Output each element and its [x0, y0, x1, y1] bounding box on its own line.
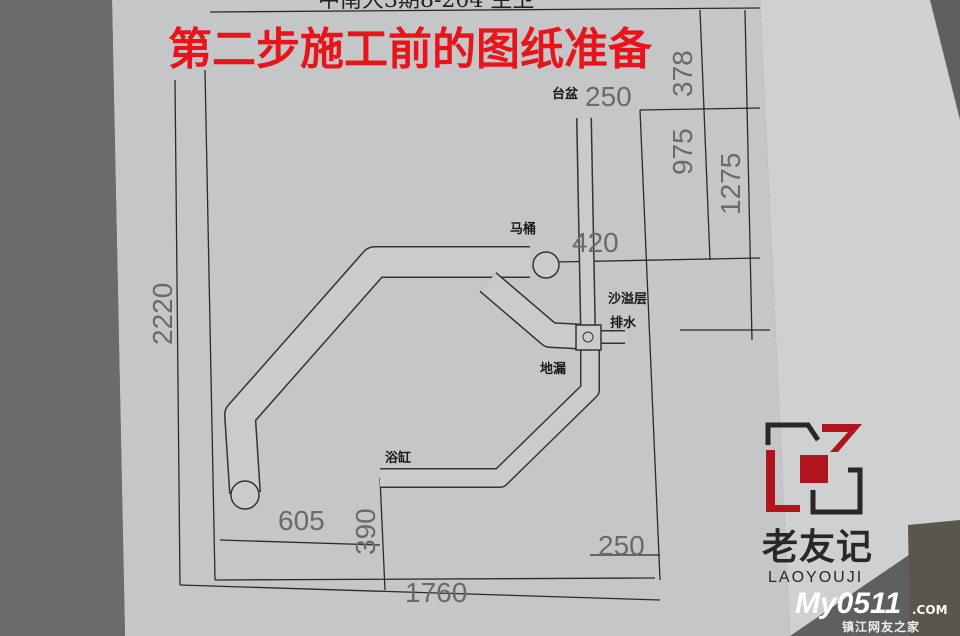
- label-bathtub: 浴缸: [385, 450, 411, 466]
- dark-card: [908, 520, 960, 636]
- toilet-circle: [532, 251, 560, 279]
- logo-english: LAOYOUJI: [768, 569, 864, 586]
- label-toilet: 马桶: [510, 221, 536, 237]
- dim-2220: 2220: [147, 283, 178, 345]
- floor-drain-box: [575, 324, 602, 351]
- laoyouji-logo-mark: [765, 422, 863, 515]
- dim-378: 378: [667, 50, 698, 97]
- dim-1275: 1275: [715, 153, 746, 215]
- watermark-brand: My0511: [795, 587, 902, 620]
- floor-drain-circle: [582, 331, 594, 343]
- dim-420: 420: [572, 227, 619, 258]
- watermark-domain: .COM: [912, 603, 948, 617]
- watermark-subtitle: 镇江网友之家: [842, 620, 921, 634]
- dim-975: 975: [667, 128, 698, 175]
- label-floor-drain: 地漏: [540, 361, 566, 377]
- drawing-header: 中南大3期8-204 主卫: [318, 0, 535, 13]
- dim-1760: 1760: [405, 577, 467, 608]
- label-overflow-2: 排水: [610, 315, 637, 331]
- dim-bottom-250: 250: [598, 530, 645, 561]
- room-outline: [174, 7, 770, 601]
- label-basin: 台盆: [552, 86, 579, 102]
- dim-390: 390: [350, 508, 381, 555]
- logo-chinese: 老友记: [762, 527, 874, 568]
- paper-sheet: [112, 0, 790, 636]
- dim-605: 605: [278, 505, 325, 536]
- paper-shadow-left: [0, 0, 125, 636]
- label-overflow-1: 沙溢层: [608, 291, 647, 307]
- overlay-title: 第二步施工前的图纸准备: [168, 24, 652, 75]
- bathtub-drain-circle: [230, 480, 260, 510]
- dim-top-250: 250: [585, 81, 632, 112]
